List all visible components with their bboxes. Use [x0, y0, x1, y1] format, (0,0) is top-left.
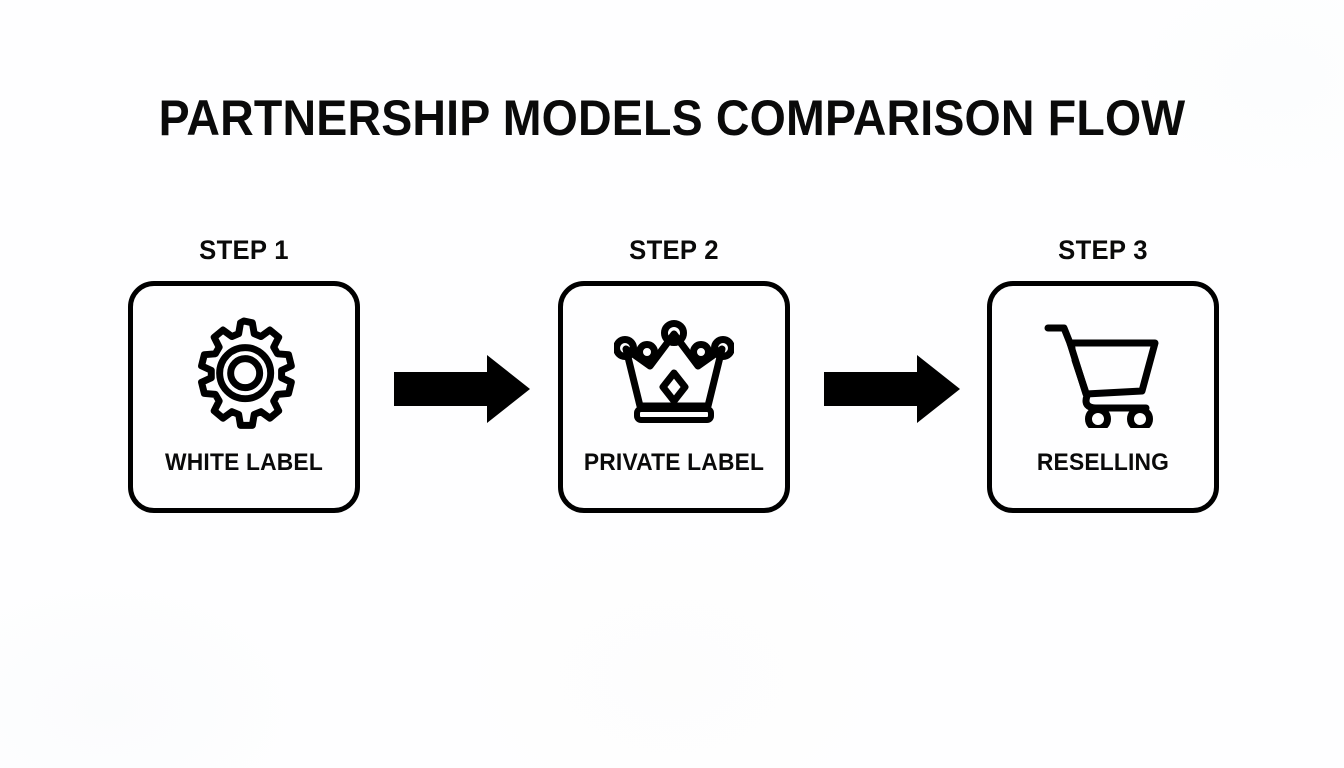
- flow-diagram: STEP 1 WHITE LABEL STEP 2: [128, 237, 1219, 517]
- step-3-caption: RESELLING: [1036, 449, 1170, 476]
- arrow-right-icon-1: [394, 355, 530, 428]
- gear-icon: [133, 312, 355, 432]
- step-2-caption: PRIVATE LABEL: [583, 449, 765, 476]
- shopping-cart-icon: [992, 312, 1214, 432]
- flow-step-2[interactable]: STEP 2: [558, 237, 790, 513]
- flow-step-1[interactable]: STEP 1 WHITE LABEL: [128, 237, 360, 513]
- step-3-label: STEP 3: [1058, 235, 1148, 265]
- flow-step-3[interactable]: STEP 3 RESELLING: [987, 237, 1219, 513]
- step-1-caption: WHITE LABEL: [165, 449, 323, 476]
- step-1-label: STEP 1: [199, 235, 289, 265]
- step-2-card[interactable]: PRIVATE LABEL: [558, 281, 790, 513]
- crown-icon: [563, 312, 785, 432]
- step-3-card[interactable]: RESELLING: [987, 281, 1219, 513]
- page-title: PARTNERSHIP MODELS COMPARISON FLOW: [158, 90, 1186, 146]
- step-1-card[interactable]: WHITE LABEL: [128, 281, 360, 513]
- step-2-label: STEP 2: [629, 235, 719, 265]
- arrow-right-icon-2: [824, 355, 960, 428]
